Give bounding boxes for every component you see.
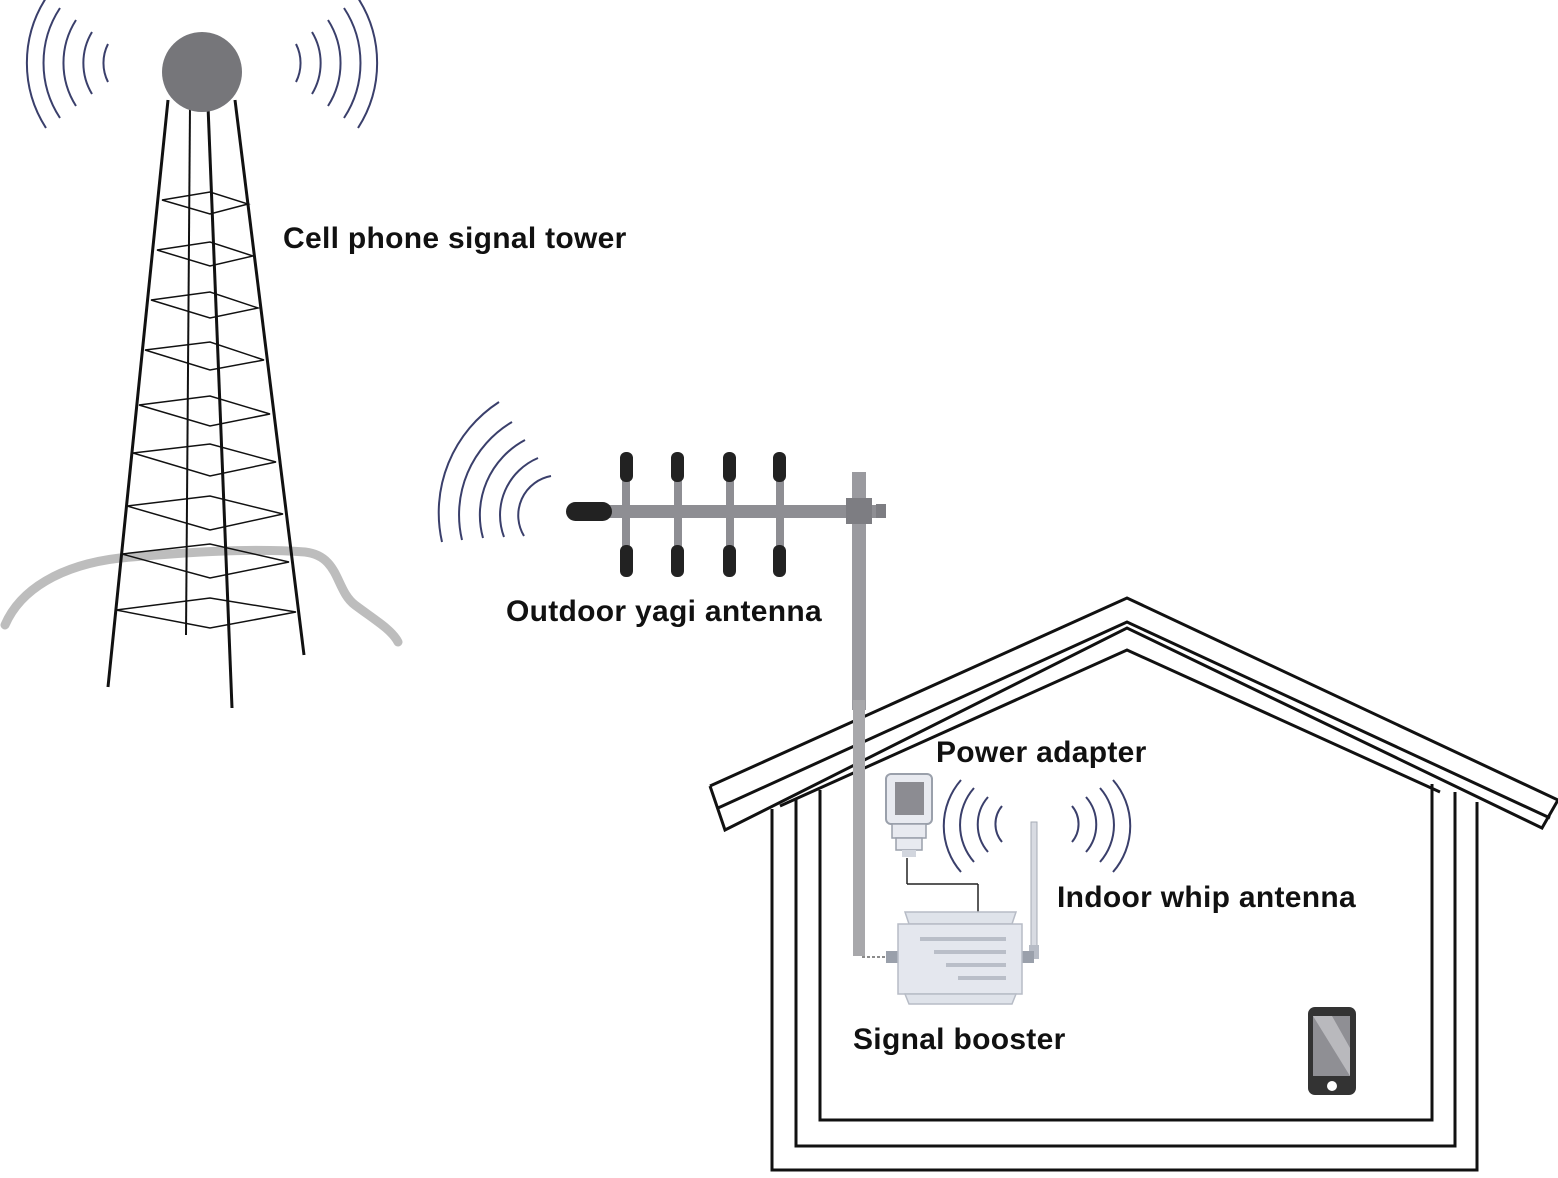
yagi-antenna-icon	[566, 452, 886, 955]
tower-antenna-ball	[162, 32, 242, 112]
signal-booster-icon	[862, 911, 1034, 1005]
power-adapter-icon	[885, 773, 979, 924]
mobile-phone-icon	[1308, 1007, 1356, 1095]
indoor-whip-waves-icon	[942, 779, 1132, 873]
tower-label: Cell phone signal tower	[283, 222, 627, 255]
power-adapter-label: Power adapter	[936, 736, 1147, 769]
yagi-antenna-label: Outdoor yagi antenna	[506, 595, 823, 628]
tower-lattice	[106, 99, 306, 709]
hill-outline	[0, 545, 403, 647]
indoor-whip-antenna-icon	[1029, 821, 1039, 959]
signal-booster-label: Signal booster	[853, 1023, 1066, 1056]
yagi-waves-icon	[437, 401, 552, 543]
indoor-whip-antenna-label: Indoor whip antenna	[1057, 881, 1357, 914]
tower-left-waves-icon	[25, 0, 109, 129]
tower-right-waves-icon	[295, 0, 379, 129]
